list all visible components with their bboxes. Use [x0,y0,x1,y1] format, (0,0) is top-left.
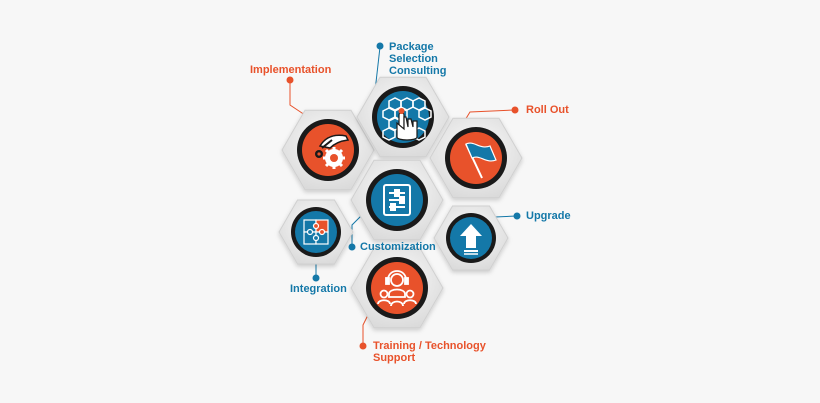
connector-implementation [289,80,306,116]
dot-customization [348,243,356,251]
label-package-line3: Consulting [389,65,447,77]
connector-training [362,314,369,345]
connectors [289,46,517,345]
flag-icon [465,142,497,179]
label-implementation: Implementation [250,64,332,76]
node-training-technology-support [366,257,428,319]
connector-dots [286,42,521,350]
dot-upgrade [513,212,521,220]
node-customization [366,169,428,231]
label-package-line1: Package [389,41,434,53]
puzzle-icon [303,219,329,245]
hexagon-grid-touch-icon [382,97,432,141]
hand-gear-icon [315,134,350,169]
upload-arrow-icon [460,224,482,255]
touch-hand [396,108,418,141]
sliders-icon [383,184,411,216]
node-integration [291,207,341,257]
node-roll-out [445,127,507,189]
label-package-selection-consulting: Package Selection Consulting [389,41,446,77]
label-training-technology-support: Training / Technology Support [373,340,486,364]
label-integration: Integration [290,283,347,295]
label-customization: Customization [360,241,436,253]
label-package-line2: Selection [389,53,438,65]
label-roll-out: Roll Out [526,104,569,116]
node-upgrade [446,213,496,263]
label-training-line2: Support [373,352,416,364]
node-package-selection-consulting [372,86,434,148]
headset-users-icon [377,270,417,307]
dot-implementation [286,76,294,84]
label-training-line1: Training / Technology [373,340,486,352]
dot-package [376,42,384,50]
dot-roll-out [511,106,519,114]
dot-integration [312,274,320,282]
node-implementation [297,119,359,181]
label-upgrade: Upgrade [526,210,571,222]
dot-training [359,342,367,350]
